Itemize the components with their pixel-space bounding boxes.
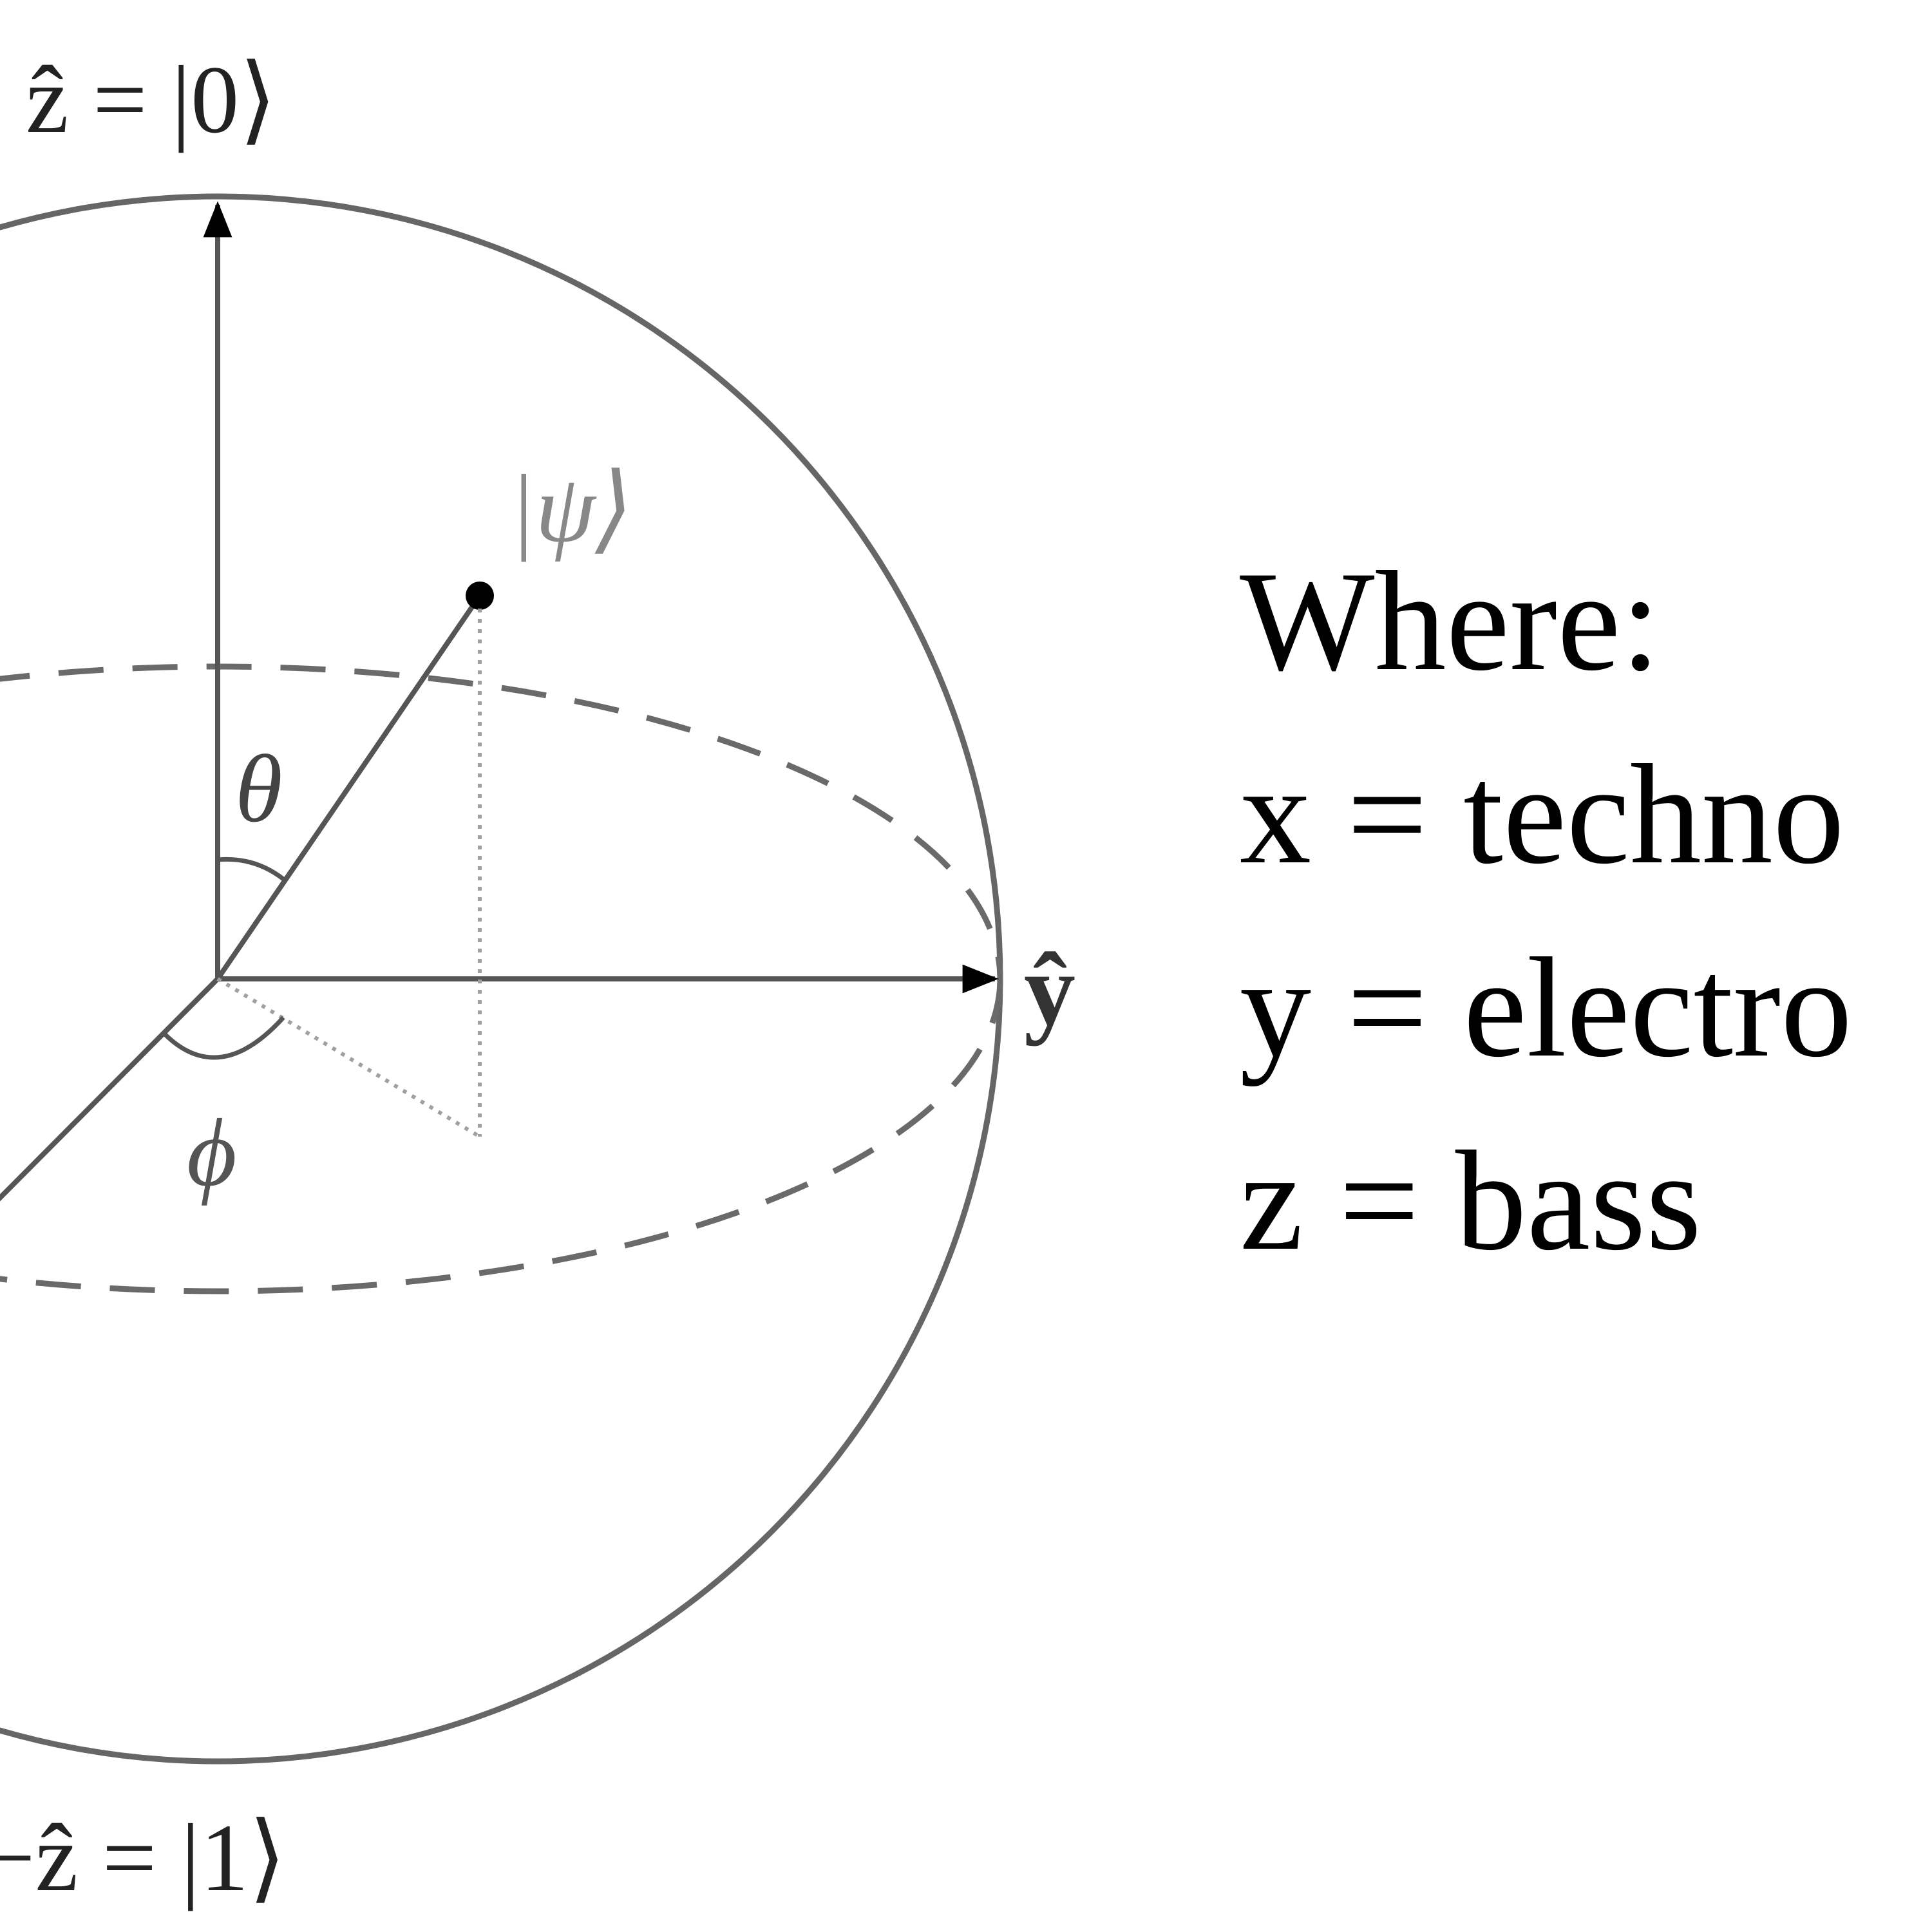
y-axis-label: ŷ xyxy=(1024,932,1075,1046)
legend-title: Where: xyxy=(1240,542,1661,701)
legend: Where: x = techno y = electro z = bass xyxy=(1240,525,1852,1298)
theta-label: θ xyxy=(235,735,283,842)
legend-item-y: y = electro xyxy=(1240,929,1853,1087)
theta-arc xyxy=(217,857,285,881)
projection-radial xyxy=(216,977,481,1139)
equator-back xyxy=(0,663,1003,980)
phi-arc xyxy=(162,1016,285,1060)
state-point xyxy=(466,582,494,610)
legend-item-z: z = bass xyxy=(1240,1122,1702,1280)
psi-label: |ψ⟩ xyxy=(509,455,633,562)
state-vector xyxy=(215,594,482,981)
top-state-label: ẑ = |0⟩ xyxy=(26,46,277,153)
phi-label: ϕ xyxy=(187,1099,237,1206)
x-axis-line xyxy=(0,977,220,1202)
equator-front xyxy=(0,978,1003,1294)
bottom-state-label: −ẑ = |1⟩ xyxy=(0,1804,286,1911)
legend-item-x: x = techno xyxy=(1240,735,1844,894)
